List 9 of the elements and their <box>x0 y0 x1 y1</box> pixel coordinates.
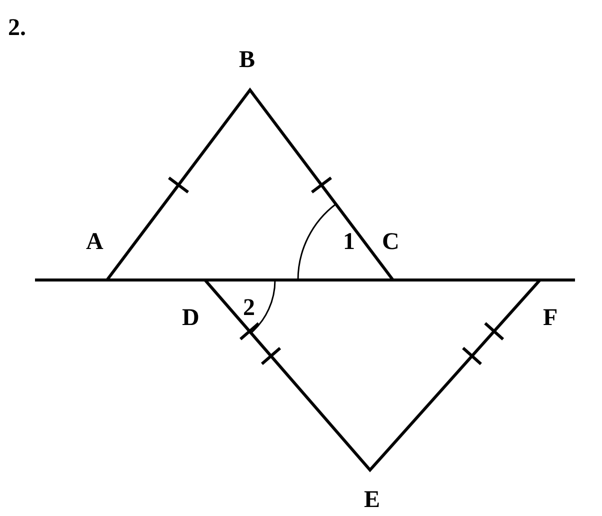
point-label: C <box>382 230 400 254</box>
point-label: A <box>86 230 104 254</box>
point-label: F <box>543 306 558 330</box>
problem-number: 2. <box>8 16 26 40</box>
angle-label: 1 <box>343 230 355 254</box>
point-label: E <box>364 488 380 512</box>
point-label: B <box>239 48 256 72</box>
point-label: D <box>182 306 200 330</box>
angle-label: 2 <box>243 296 255 320</box>
